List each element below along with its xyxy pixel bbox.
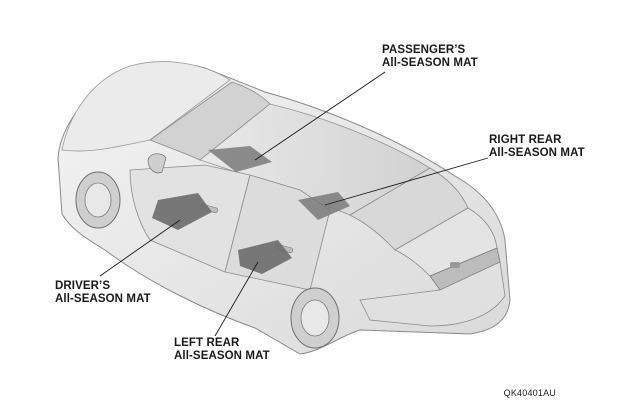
label-passenger-mat: PASSENGER’S All-SEASON MAT bbox=[382, 44, 478, 70]
rear-emblem bbox=[450, 262, 460, 268]
leader-right-rear bbox=[324, 157, 489, 206]
right-rear-mat bbox=[298, 192, 350, 220]
passenger-mat bbox=[208, 146, 272, 172]
rear-wheel-rim bbox=[300, 299, 330, 337]
rear-bumper bbox=[359, 261, 506, 327]
leader-driver bbox=[99, 219, 181, 277]
label-right-rear-mat: RIGHT REAR All-SEASON MAT bbox=[489, 134, 585, 160]
label-right-rear-line1: RIGHT REAR bbox=[489, 134, 562, 146]
leader-left-rear bbox=[214, 261, 259, 337]
label-driver-line1: DRIVER’S bbox=[55, 280, 111, 292]
figure-code: QK40401AU bbox=[503, 388, 556, 398]
hood bbox=[61, 61, 231, 152]
label-left-rear-mat: LEFT REAR All-SEASON MAT bbox=[174, 337, 270, 363]
label-left-rear-line1: LEFT REAR bbox=[174, 337, 240, 349]
label-passenger-line2: All-SEASON MAT bbox=[382, 57, 478, 69]
label-passenger-line1: PASSENGER’S bbox=[382, 44, 466, 56]
front-wheel-rim bbox=[84, 182, 112, 218]
leader-passenger bbox=[254, 71, 386, 161]
label-left-rear-line2: All-SEASON MAT bbox=[174, 350, 270, 362]
label-right-rear-line2: All-SEASON MAT bbox=[489, 147, 585, 159]
side-mirror bbox=[147, 153, 167, 174]
left-rear-mat bbox=[238, 240, 292, 274]
label-driver-mat: DRIVER’S All-SEASON MAT bbox=[55, 280, 151, 306]
driver-mat bbox=[152, 193, 212, 230]
label-driver-line2: All-SEASON MAT bbox=[55, 293, 151, 305]
